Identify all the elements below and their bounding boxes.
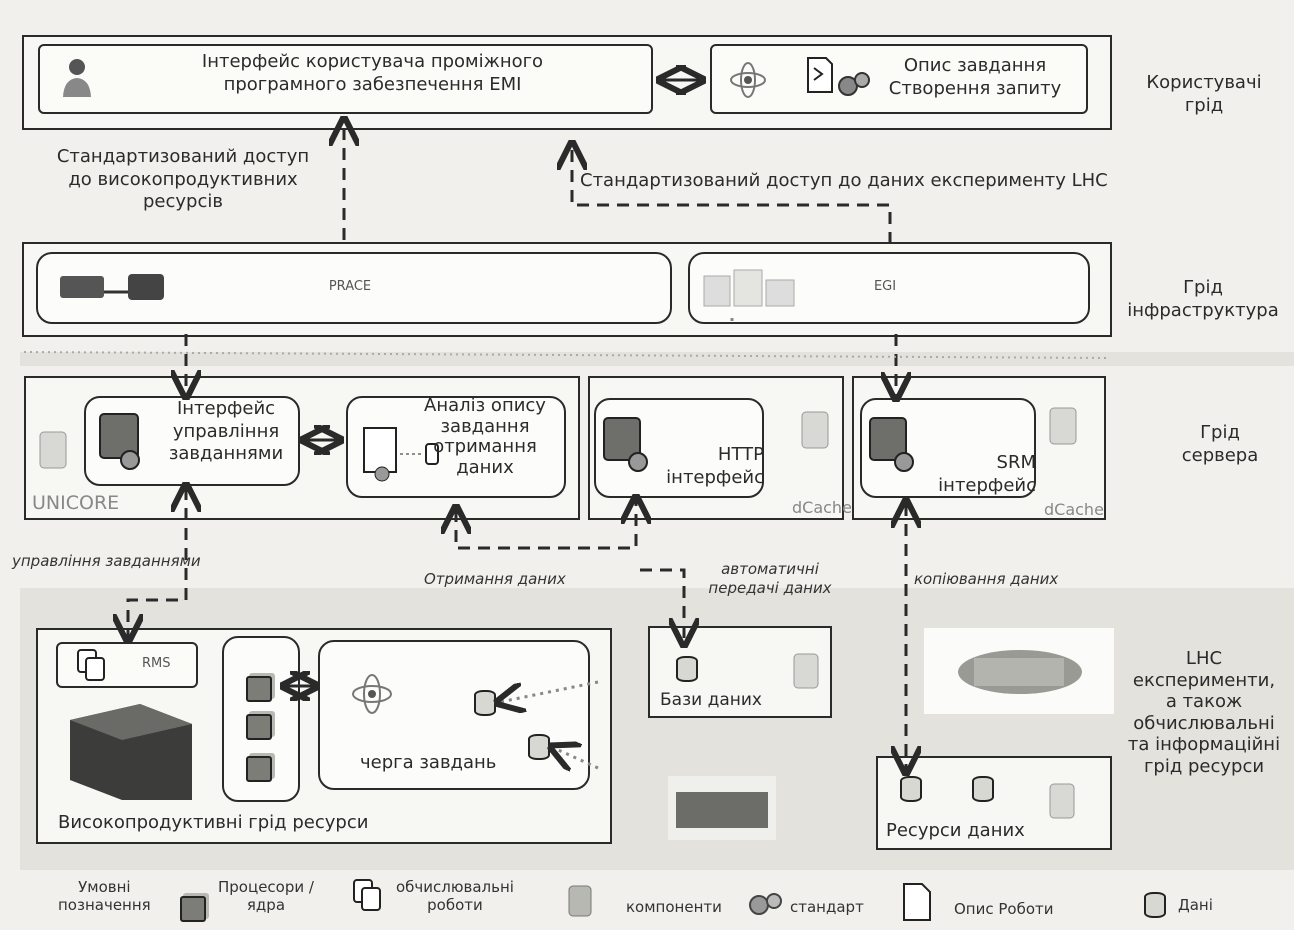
databases-label: Бази даних: [660, 690, 762, 710]
db-to-queue-link-2: [554, 748, 599, 768]
network-icon: [700, 262, 800, 314]
analysis-icon: [360, 424, 440, 484]
data-resource-2: [972, 776, 994, 802]
egi-to-job-link: [572, 146, 892, 244]
data-resources-component-icon: [1046, 780, 1080, 824]
supercomputer-icon: [60, 700, 198, 804]
legend-component-icon: [566, 884, 596, 920]
data-receive-label: Отримання даних: [424, 570, 566, 588]
legend-jobs-label: обчислювальні роботи: [396, 878, 514, 914]
atom-icon-queue: [350, 672, 394, 716]
tier-label-infrastructure: Грід інфраструктура: [1127, 277, 1279, 321]
legend-data-label: Дані: [1178, 896, 1213, 914]
legend-cpu-icon: [180, 896, 206, 922]
auto-transfer-label: автоматичні передачі даних: [708, 560, 832, 597]
atom-icon: [728, 60, 768, 100]
srm-interface-label: SRM інтерфейс: [938, 452, 1036, 496]
egi-label: EGI: [873, 279, 897, 294]
cpu-core-1: [246, 676, 272, 702]
legend-job-description-icon: [902, 882, 932, 922]
emi-interface-label: Інтерфейс користувача проміжного програм…: [201, 51, 544, 95]
data-copy-label: копіювання даних: [914, 570, 1059, 588]
legend-job-description-label: Опис Роботи: [954, 900, 1054, 918]
cpu-core-3: [246, 756, 272, 782]
data-center-image: [668, 776, 776, 840]
legend-components-label: компоненти: [626, 898, 722, 916]
legend-cpu-label: Процесори / ядра: [218, 878, 314, 914]
job-description-box: [710, 44, 1088, 114]
data-resource-1: [900, 776, 922, 802]
lhc-detector-image: [924, 628, 1114, 714]
gears-icon: [836, 70, 872, 100]
component-icon: [34, 428, 72, 472]
tier-label-users: Користувачі грід: [1146, 72, 1262, 116]
legend-title: Умовні позначення: [58, 878, 151, 914]
data-resources-label: Ресурси даних: [886, 820, 1025, 841]
document-icon: [806, 56, 834, 94]
jobs-icon: [76, 648, 108, 682]
dcache-component-icon-2: [1044, 404, 1084, 450]
job-management-label: Інтерфейс управління завданнями: [168, 398, 284, 464]
database-icon: [676, 656, 698, 682]
legend-standard-label: стандарт: [790, 898, 864, 916]
http-server-icon: [598, 414, 654, 474]
egi-box: [688, 252, 1090, 324]
prace-label: PRACE: [328, 279, 372, 294]
legend-data-icon: [1144, 892, 1166, 918]
tier-label-lhc: LHC експерименти, а також обчислювальні …: [1127, 648, 1281, 777]
cpu-core-2: [246, 714, 272, 740]
job-control-link: [128, 488, 186, 638]
server-icon: [90, 410, 152, 472]
legend-jobs-icon: [352, 878, 386, 914]
tier-label-servers: Грід сервера: [1181, 422, 1259, 466]
data-receive-link: [456, 500, 636, 550]
job-description-label: Опис завдання Створення запиту: [888, 55, 1062, 99]
analysis-label: Аналіз опису завдання отримання даних: [424, 395, 546, 479]
dcache-component-icon: [796, 408, 836, 454]
job-queue-label: черга завдань: [360, 752, 497, 773]
srm-server-icon: [864, 414, 920, 474]
rms-label: RMS: [142, 656, 171, 671]
hpc-resources-label: Високопродуктивні грід ресурси: [58, 812, 369, 833]
separator-band: [20, 352, 1294, 366]
hpc-access-label: Стандартизований доступ до високопродукт…: [56, 146, 310, 212]
lhc-access-label: Стандартизований доступ до даних експери…: [580, 170, 1108, 191]
auto-transfer-link: [640, 568, 684, 642]
legend-standard-icon: [746, 890, 786, 918]
tier-separator-line: [23, 351, 1111, 359]
unicore-label: UNICORE: [32, 492, 120, 514]
http-interface-box: [594, 398, 764, 498]
dcache-label-1: dCache: [792, 498, 852, 517]
dcache-label-2: dCache: [1044, 500, 1104, 519]
server-rack-icon: [58, 270, 168, 306]
http-interface-label: HTTP інтерфейс: [666, 444, 764, 488]
emi-interface-box: [38, 44, 653, 114]
user-icon: [60, 57, 94, 99]
db-to-queue-link-1: [500, 680, 599, 702]
databases-component-icon: [790, 650, 824, 694]
